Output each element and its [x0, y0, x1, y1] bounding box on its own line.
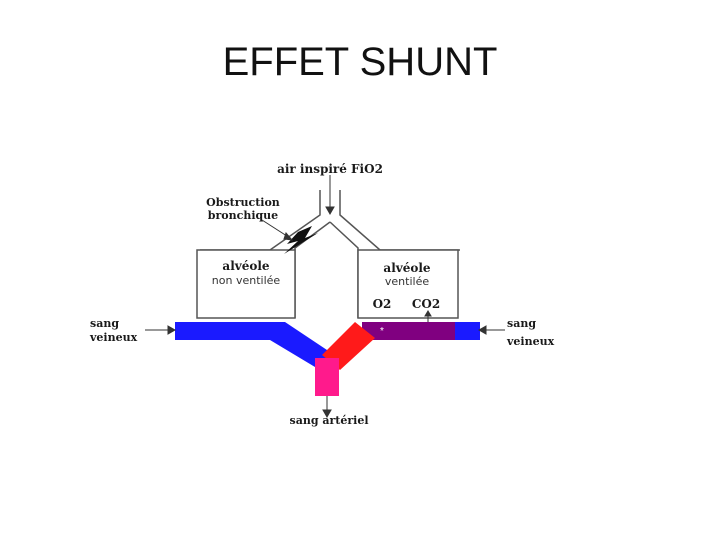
label-obstruction-2: bronchique [208, 209, 278, 222]
label-co2: CO2 [412, 297, 440, 311]
label-sang-veineux-left-2: veineux [89, 331, 138, 344]
venous-branch-left [175, 322, 330, 370]
capillary-exchange [362, 322, 455, 340]
alveole-non-ventilee [196, 249, 296, 319]
mixed-blood-trunk [315, 358, 339, 396]
label-alveole-left-1: alvéole [222, 259, 270, 273]
label-alveole-left-2: non ventilée [212, 274, 281, 287]
label-sang-veineux-left-1: sang [90, 317, 119, 330]
o2-entry-mark: * [380, 326, 384, 337]
slide-title: EFFET SHUNT [222, 40, 498, 84]
label-alveole-right-1: alvéole [383, 261, 431, 275]
label-sang-veineux-right-1: sang [507, 317, 536, 330]
label-alveole-right-2: ventilée [385, 275, 429, 288]
label-sang-arteriel: sang artériel [290, 414, 369, 427]
label-o2: O2 [373, 297, 392, 311]
label-air-inspire: air inspiré FiO2 [277, 162, 383, 176]
alveole-ventilee [357, 249, 459, 319]
obstruction-icon [284, 226, 318, 254]
label-obstruction-1: Obstruction [206, 196, 280, 209]
venous-end-right [455, 322, 480, 340]
label-sang-veineux-right-2: veineux [506, 335, 555, 348]
arrows [145, 175, 505, 419]
